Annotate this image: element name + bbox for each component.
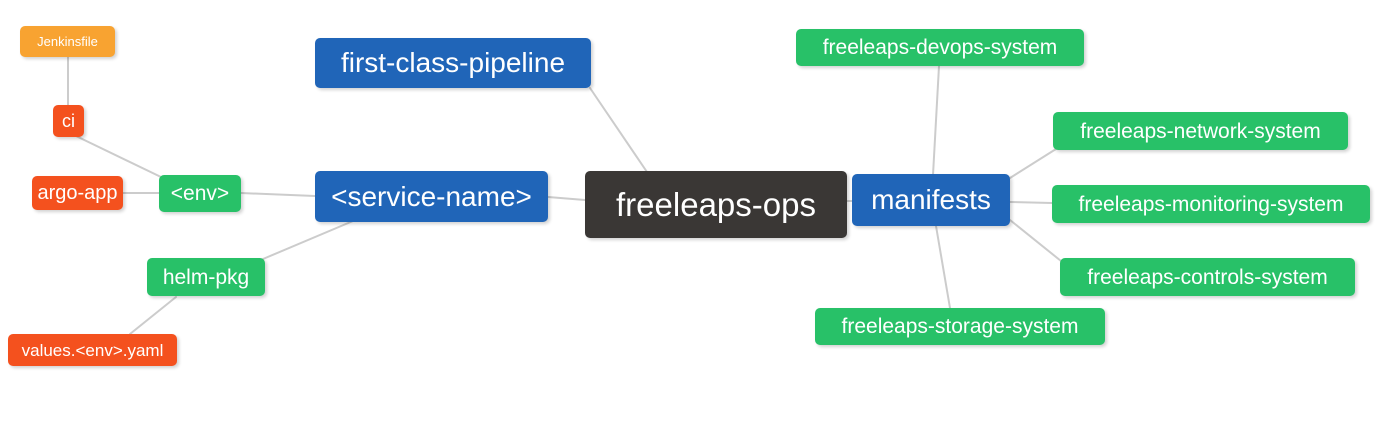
edge-manifests-to-freeleaps-network-system — [1009, 148, 1057, 179]
edge-values-env-yaml-to-helm-pkg — [129, 296, 177, 335]
edge-ci-to-env — [75, 135, 162, 178]
node-freeleaps-controls-system[interactable]: freeleaps-controls-system — [1060, 258, 1355, 296]
node-jenkinsfile[interactable]: Jenkinsfile — [20, 26, 115, 57]
edge-manifests-to-freeleaps-devops-system — [932, 65, 940, 176]
node-helm-pkg[interactable]: helm-pkg — [147, 258, 265, 296]
edge-manifests-to-freeleaps-storage-system — [935, 225, 951, 309]
node-values-env-yaml[interactable]: values.<env>.yaml — [8, 334, 177, 366]
node-env[interactable]: <env> — [159, 175, 241, 212]
node-freeleaps-devops-system[interactable]: freeleaps-devops-system — [796, 29, 1084, 66]
node-ci[interactable]: ci — [53, 105, 84, 137]
edge-service-name-to-freeleaps-ops — [547, 196, 586, 201]
edge-env-to-service-name — [240, 192, 316, 197]
node-manifests[interactable]: manifests — [852, 174, 1010, 226]
edge-first-class-pipeline-to-freeleaps-ops — [589, 87, 648, 173]
edge-helm-pkg-to-service-name — [262, 220, 354, 260]
node-service-name[interactable]: <service-name> — [315, 171, 548, 222]
node-freeleaps-monitoring-system[interactable]: freeleaps-monitoring-system — [1052, 185, 1370, 223]
node-freeleaps-ops[interactable]: freeleaps-ops — [585, 171, 847, 238]
node-argo-app[interactable]: argo-app — [32, 176, 123, 210]
node-freeleaps-storage-system[interactable]: freeleaps-storage-system — [815, 308, 1105, 345]
node-freeleaps-network-system[interactable]: freeleaps-network-system — [1053, 112, 1348, 150]
node-first-class-pipeline[interactable]: first-class-pipeline — [315, 38, 591, 88]
edge-manifests-to-freeleaps-monitoring-system — [1009, 201, 1053, 204]
edge-manifests-to-freeleaps-controls-system — [1009, 219, 1062, 262]
